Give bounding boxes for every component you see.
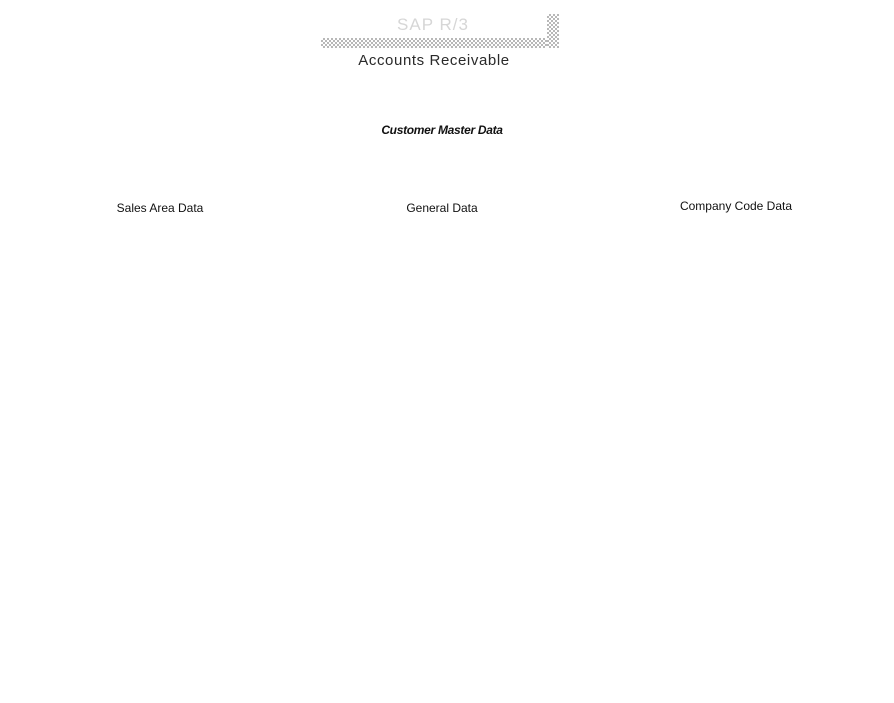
banner-shadow-bottom [321,38,559,48]
banner-title: SAP R/3 [397,15,469,34]
banner-subtitle: Accounts Receivable [358,52,510,69]
header-banner: SAP R/3 [321,14,559,48]
child-node-general-data: General Data [406,201,478,215]
child-node-company-code-data: Company Code Data [679,199,793,213]
root-node-customer-master-data: Customer Master Data [381,123,503,137]
banner-shadow-right [547,14,559,48]
child-node-sales-area-data: Sales Area Data [116,201,204,215]
banner-face: SAP R/3 [321,14,547,38]
